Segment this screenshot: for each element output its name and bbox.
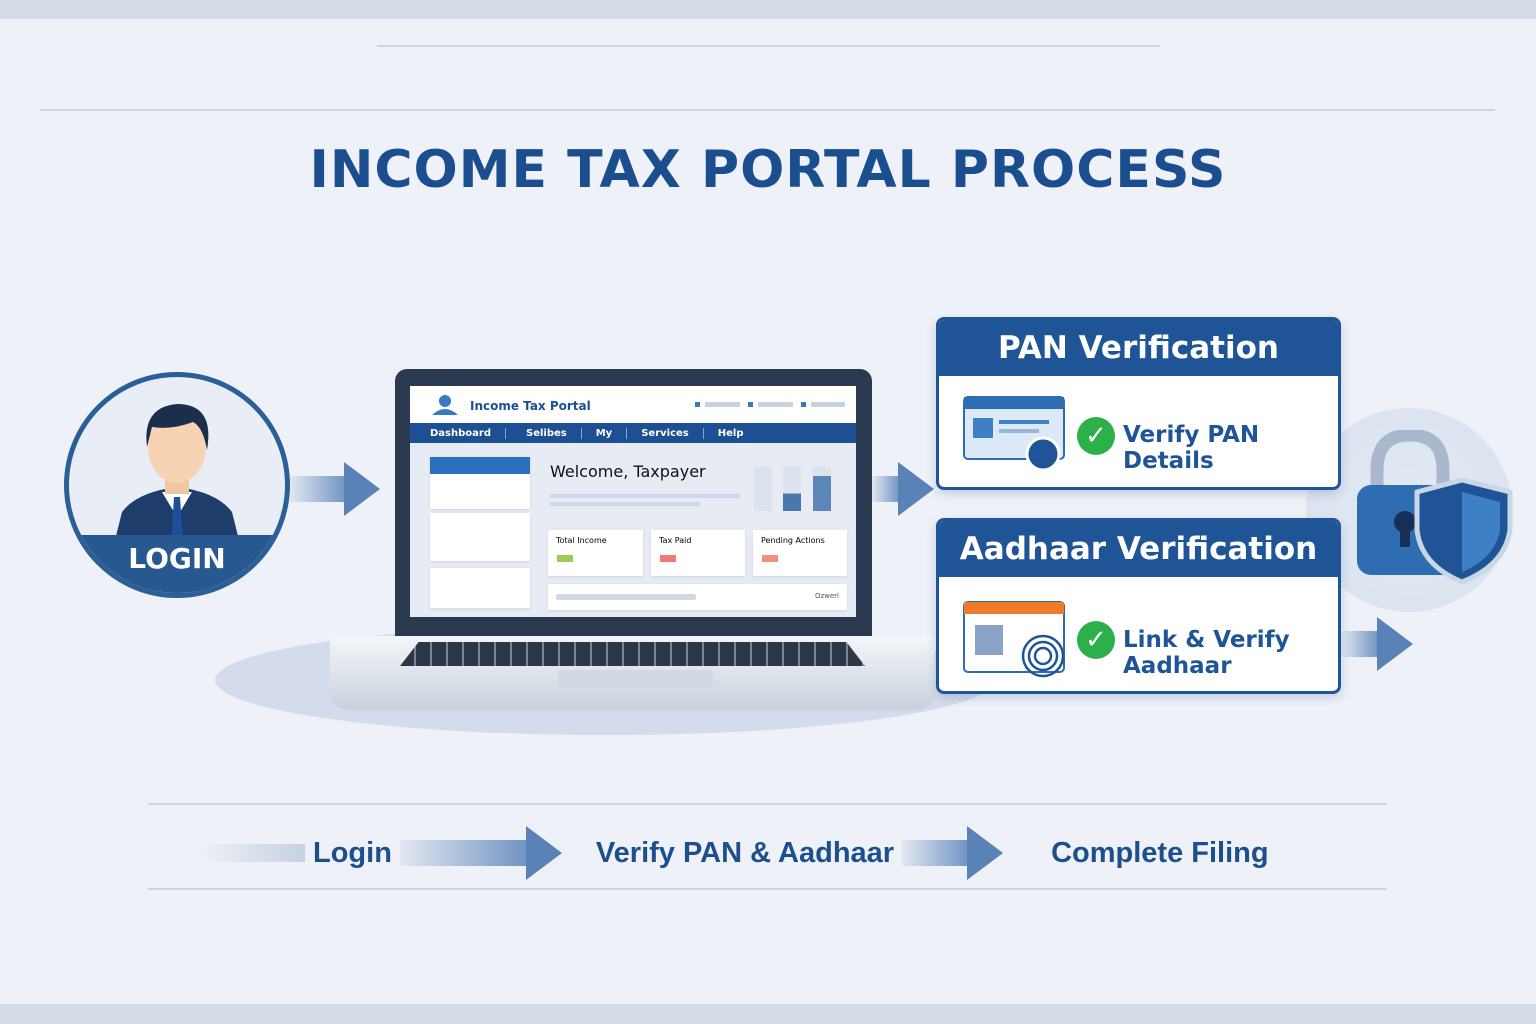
card-label: Total Income [556, 536, 607, 545]
page-title: INCOME TAX PORTAL PROCESS [309, 140, 1227, 200]
header-indicators [695, 402, 845, 407]
nav-dashboard[interactable]: Dashboard [410, 427, 506, 439]
pan-card-icon [963, 396, 1065, 472]
step-verify: Verify PAN & Aadhaar [595, 836, 895, 869]
pan-text: Verify PAN Details [1123, 422, 1260, 474]
user-icon [432, 395, 458, 415]
top-strip [0, 0, 1536, 19]
footer-link[interactable]: Ozwerl [814, 592, 839, 600]
card-label: Tax Paid [659, 536, 692, 545]
user-avatar-icon [112, 404, 242, 552]
aadhaar-header: Aadhaar Verification [939, 521, 1338, 577]
arrow-right-icon [399, 826, 562, 880]
pan-header: PAN Verification [939, 320, 1338, 376]
check-icon: ✓ [1077, 417, 1115, 455]
summary-card-total-income[interactable]: Total Income [548, 530, 643, 576]
bottom-strip [0, 1004, 1536, 1024]
divider [40, 109, 1495, 111]
text-line [556, 594, 696, 600]
arrow-right-icon [1341, 617, 1413, 671]
divider [148, 888, 1387, 890]
check-icon: ✓ [1077, 621, 1115, 659]
status-swatch [557, 555, 573, 562]
divider [377, 45, 1160, 47]
card-label: Pending Actions [761, 536, 825, 545]
process-steps: Login Verify PAN & Aadhaar Complete Fili… [200, 826, 1269, 880]
nav-selibes[interactable]: Selibes [506, 427, 582, 439]
text-line [550, 494, 740, 498]
mini-bar [754, 467, 772, 511]
sidebar-group [430, 568, 530, 608]
sidebar-group [430, 457, 530, 509]
nav-my[interactable]: My [582, 427, 628, 439]
arrow-right-icon [902, 826, 1004, 880]
login-avatar: LOGIN [64, 372, 290, 598]
summary-card-pending-actions[interactable]: Pending Actions [753, 530, 847, 576]
keyboard [400, 642, 865, 666]
portal-header: Income Tax Portal [410, 386, 856, 423]
summary-card-tax-paid[interactable]: Tax Paid [651, 530, 745, 576]
login-label: LOGIN [69, 535, 285, 593]
divider [148, 803, 1387, 805]
step-login: Login [313, 836, 392, 869]
nav-help[interactable]: Help [717, 427, 744, 439]
text-line [550, 502, 700, 506]
status-swatch [660, 555, 676, 562]
arrow-right-icon [290, 462, 380, 516]
portal-footer-row: Ozwerl [548, 584, 847, 610]
portal-nav: Dashboard Selibes My Services Help [410, 423, 856, 443]
laptop-icon: Income Tax Portal Dashboard Selibes My S… [395, 369, 872, 637]
step-lead [200, 844, 305, 862]
portal-screen: Income Tax Portal Dashboard Selibes My S… [410, 386, 856, 617]
aadhaar-card-icon [963, 601, 1065, 678]
sidebar-group [430, 513, 530, 561]
fingerprint-icon [1021, 634, 1065, 678]
welcome-text: Welcome, Taxpayer [550, 462, 706, 481]
arrow-right-icon [872, 462, 934, 516]
trackpad [558, 670, 713, 688]
step-complete: Complete Filing [1051, 836, 1269, 869]
pan-verification-card: PAN Verification ✓ Verify PAN Details [936, 317, 1341, 490]
nav-services[interactable]: Services [627, 427, 704, 439]
mini-bar [783, 467, 801, 511]
laptop-base [330, 636, 935, 710]
mini-bar [813, 467, 831, 511]
padlock-shield-icon [1357, 430, 1513, 585]
aadhaar-text: Link & Verify Aadhaar [1123, 627, 1290, 679]
status-swatch [762, 555, 778, 562]
aadhaar-verification-card: Aadhaar Verification ✓ Link & Verify Aad… [936, 518, 1341, 694]
portal-name: Income Tax Portal [470, 399, 591, 413]
